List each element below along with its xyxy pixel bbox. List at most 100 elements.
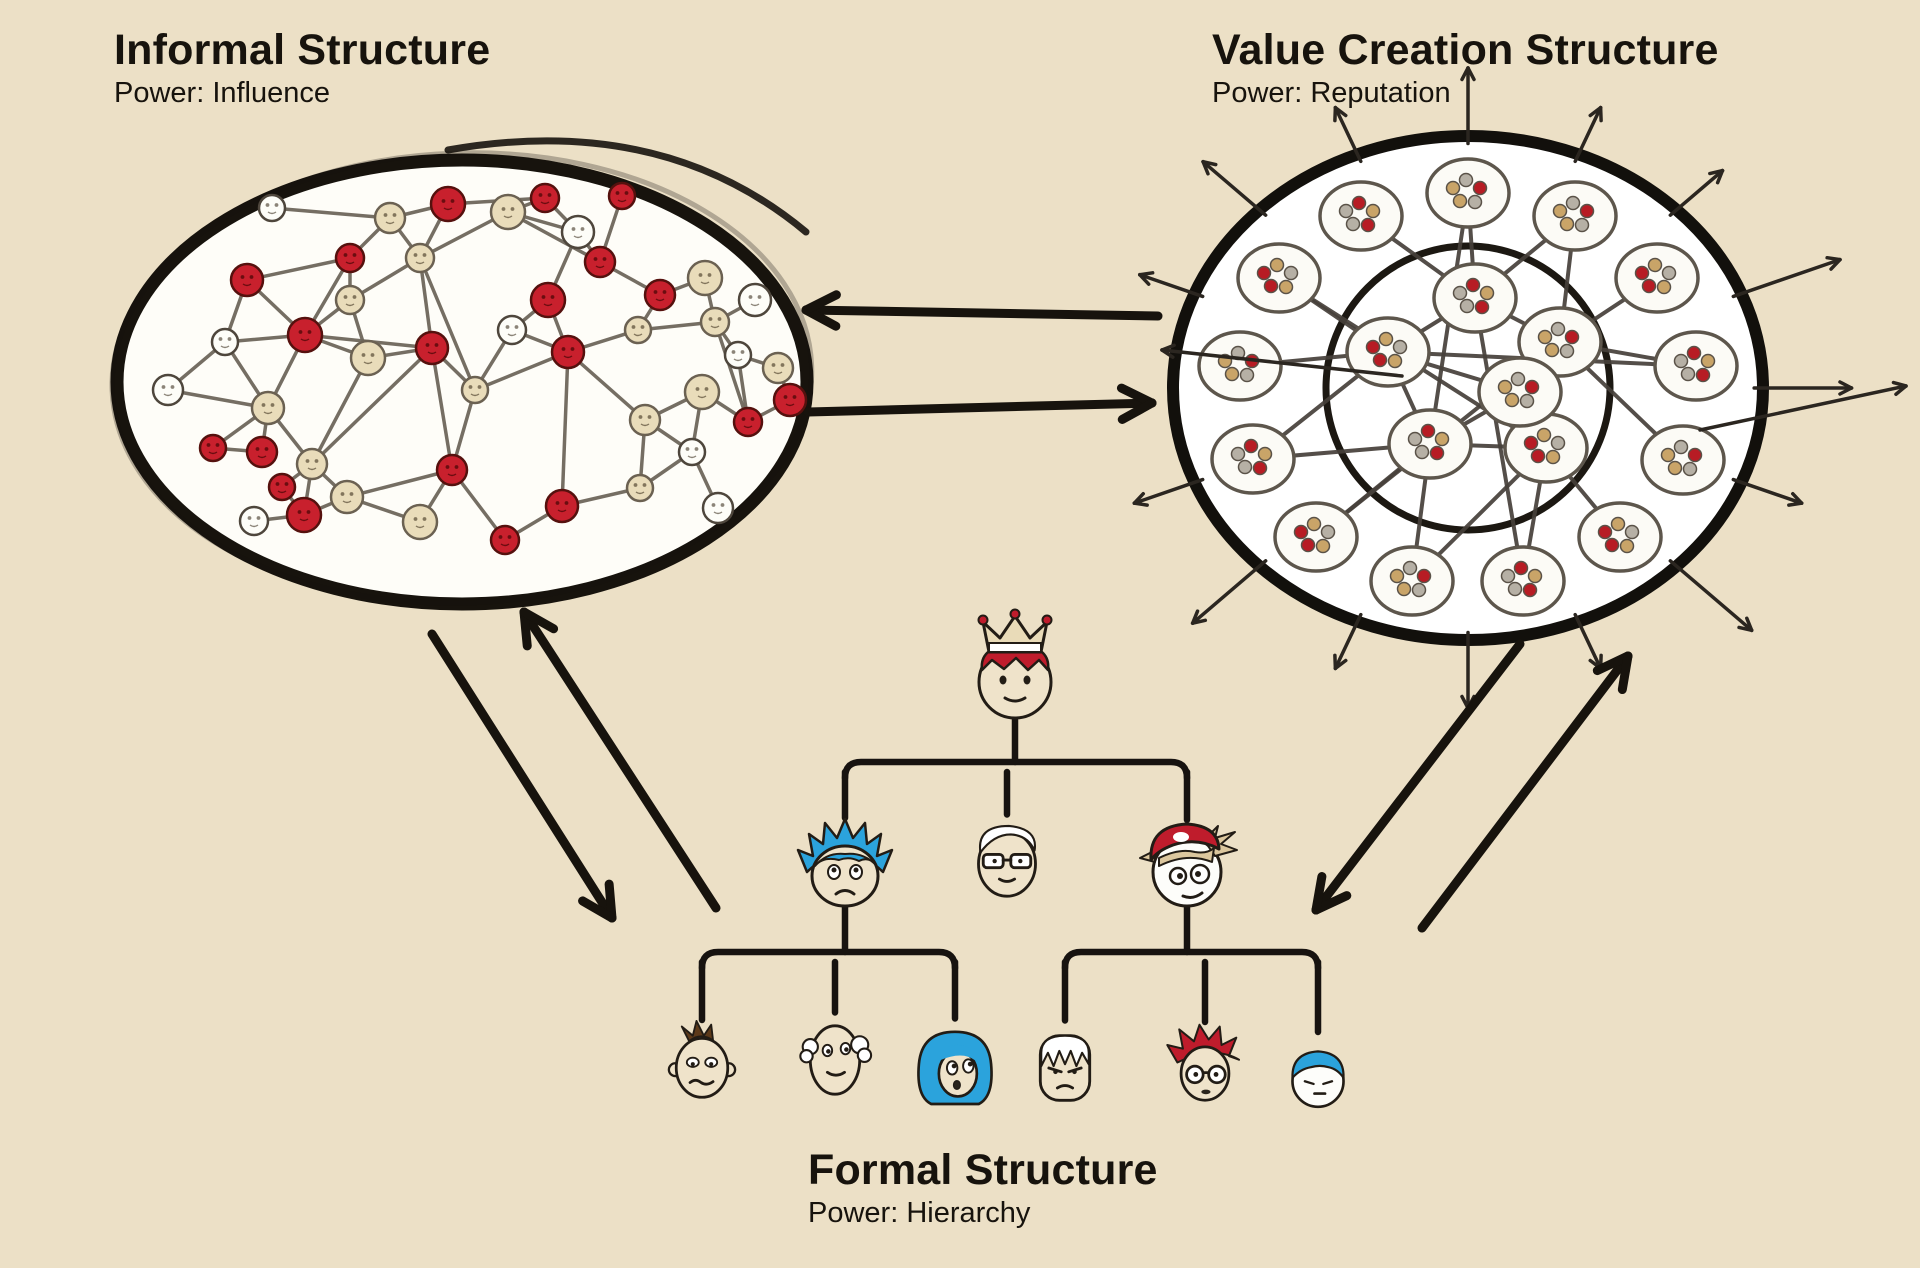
- informal-network-nodes: [151, 181, 808, 556]
- person-ceo-king: [977, 608, 1053, 720]
- network-node: [628, 403, 662, 437]
- network-node: [683, 373, 721, 411]
- network-node: [151, 373, 185, 407]
- network-node: [329, 479, 365, 515]
- network-node: [238, 505, 270, 537]
- network-node: [607, 181, 637, 211]
- network-node: [723, 340, 753, 370]
- informal-structure-title-block: Informal Structure Power: Influence: [114, 26, 490, 110]
- network-node: [489, 524, 521, 556]
- network-node: [334, 242, 366, 274]
- network-node: [373, 201, 407, 235]
- person-worker-brown-spiky: [667, 1019, 737, 1099]
- network-node: [285, 496, 323, 534]
- person-worker-blue-bob: [917, 1030, 993, 1106]
- network-node: [623, 315, 653, 345]
- network-node: [625, 473, 655, 503]
- network-node: [737, 282, 773, 318]
- flow-arrow: [519, 607, 721, 913]
- person-manager-red-cap: [1139, 822, 1238, 908]
- value-cell: [1387, 408, 1473, 480]
- formal-structure-subtitle: Power: Hierarchy: [808, 1197, 1031, 1230]
- network-node: [529, 182, 561, 214]
- person-manager-blue-hair: [796, 817, 894, 908]
- network-node: [701, 491, 735, 525]
- value-cell: [1369, 545, 1455, 617]
- person-manager-glasses: [977, 824, 1037, 898]
- network-node: [429, 185, 467, 223]
- person-worker-red-glasses: [1166, 1023, 1241, 1102]
- value-cell: [1517, 306, 1603, 378]
- value-cell: [1318, 180, 1404, 252]
- flow-arrow: [427, 629, 617, 923]
- network-node: [489, 193, 527, 231]
- value-cell: [1273, 501, 1359, 573]
- value-creation-structure: [1132, 66, 1908, 710]
- value-cell: [1477, 356, 1563, 428]
- network-node: [210, 327, 240, 357]
- value-cells: [1197, 157, 1739, 617]
- flow-arrows: [427, 290, 1633, 933]
- value-cell: [1577, 501, 1663, 573]
- formal-structure-title: Formal Structure: [808, 1146, 1158, 1194]
- org-chart-connectors: [698, 716, 1322, 1036]
- network-node: [257, 193, 287, 223]
- network-node: [732, 406, 764, 438]
- flow-arrow: [1417, 651, 1633, 933]
- network-node: [250, 390, 286, 426]
- value-creation-title-block: Value Creation Structure Power: Reputati…: [1212, 26, 1719, 110]
- value-cell: [1210, 423, 1296, 495]
- network-node: [686, 259, 724, 297]
- value-cell: [1236, 242, 1322, 314]
- value-radial-arrows: [1132, 66, 1908, 710]
- network-node: [583, 245, 617, 279]
- network-node: [772, 382, 808, 418]
- person-worker-bald: [799, 1024, 873, 1096]
- network-node: [560, 214, 596, 250]
- formal-structure: [667, 608, 1345, 1109]
- informal-structure-title: Informal Structure: [114, 26, 491, 74]
- network-node: [334, 284, 366, 316]
- network-node: [699, 306, 731, 338]
- network-node: [544, 488, 580, 524]
- value-cell: [1503, 412, 1589, 484]
- value-creation-title: Value Creation Structure: [1212, 26, 1719, 74]
- network-node: [643, 278, 677, 312]
- network-node: [229, 262, 265, 298]
- value-cell: [1197, 330, 1283, 402]
- network-node: [267, 472, 297, 502]
- value-creation-subtitle: Power: Reputation: [1212, 77, 1451, 110]
- network-node: [435, 453, 469, 487]
- value-cell: [1432, 262, 1518, 334]
- sketch-arc: [444, 137, 810, 236]
- network-node: [401, 503, 439, 541]
- value-cell: [1653, 330, 1739, 402]
- flow-arrow: [803, 383, 1157, 424]
- value-cell: [1345, 316, 1431, 388]
- network-node: [286, 316, 324, 354]
- formal-structure-title-block: Formal Structure Power: Hierarchy: [808, 1146, 1158, 1230]
- network-node: [496, 314, 528, 346]
- value-cell: [1614, 242, 1700, 314]
- value-cell: [1425, 157, 1511, 229]
- network-node: [295, 447, 329, 481]
- network-node: [404, 242, 436, 274]
- value-cell: [1532, 180, 1618, 252]
- informal-structure-subtitle: Power: Influence: [114, 77, 331, 110]
- person-worker-blue-sleepy: [1291, 1050, 1345, 1109]
- network-node: [550, 334, 586, 370]
- value-cell: [1480, 545, 1566, 617]
- network-node: [529, 281, 567, 319]
- value-cell: [1640, 424, 1726, 496]
- network-node: [677, 437, 707, 467]
- network-node: [460, 375, 490, 405]
- network-node: [761, 351, 795, 385]
- network-node: [245, 435, 279, 469]
- network-node: [414, 330, 450, 366]
- flow-arrow: [801, 290, 1163, 331]
- person-worker-white-hair: [1038, 1034, 1092, 1102]
- informal-structure: [109, 137, 815, 611]
- network-node: [349, 339, 387, 377]
